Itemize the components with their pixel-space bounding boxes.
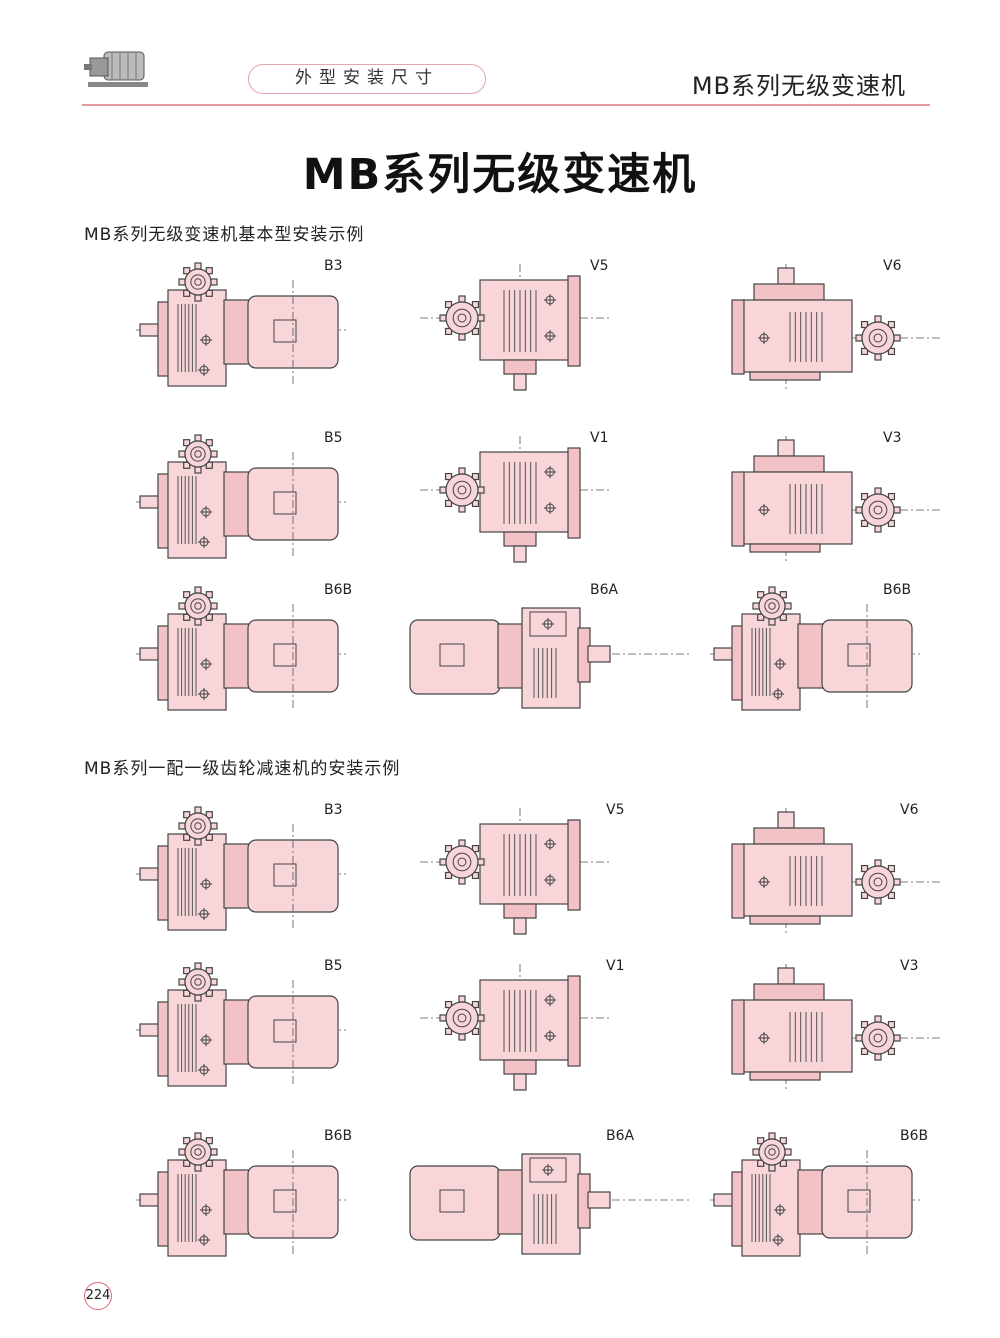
mounting-drawing — [116, 1130, 416, 1280]
mounting-diagram — [409, 1153, 690, 1255]
mounting-drawing — [116, 432, 416, 582]
mounting-diagram — [731, 436, 940, 562]
mounting-label: B5 — [324, 958, 343, 974]
mounting-label: V3 — [883, 430, 902, 446]
mounting-label: B6B — [883, 582, 912, 598]
mounting-diagram — [409, 607, 690, 709]
section-tag: 外型安装尺寸 — [248, 64, 486, 94]
mounting-drawing — [400, 260, 700, 410]
mounting-drawing — [116, 804, 416, 954]
page-number: 224 — [84, 1282, 112, 1310]
mounting-diagram — [731, 964, 940, 1090]
mounting-drawing — [690, 1130, 990, 1280]
mounting-label: V5 — [590, 258, 609, 274]
mounting-drawing — [690, 260, 990, 410]
section-heading-gear: MB系列一配一级齿轮减速机的安装示例 — [84, 759, 401, 779]
mounting-label: B6A — [590, 582, 619, 598]
mounting-diagram — [136, 1132, 346, 1257]
mounting-label: B3 — [324, 802, 343, 818]
mounting-label: B5 — [324, 430, 343, 446]
mounting-diagram — [136, 586, 346, 711]
mounting-label: B6A — [606, 1128, 635, 1144]
mounting-label: B6B — [900, 1128, 929, 1144]
mounting-label: V1 — [606, 958, 625, 974]
mounting-label: B3 — [324, 258, 343, 274]
header-divider — [82, 104, 930, 106]
page-title: MB系列无级变速机 — [302, 150, 698, 200]
mounting-drawing — [400, 584, 700, 734]
mounting-label: V3 — [900, 958, 919, 974]
mounting-drawing — [116, 584, 416, 734]
mounting-diagram — [420, 264, 610, 391]
mounting-label: V5 — [606, 802, 625, 818]
motor-icon — [84, 51, 148, 87]
mounting-drawing — [690, 960, 990, 1110]
mounting-label: V6 — [883, 258, 902, 274]
mounting-drawing — [400, 960, 700, 1110]
mounting-diagram — [710, 1132, 920, 1257]
mounting-diagram — [136, 962, 346, 1087]
mounting-label: V6 — [900, 802, 919, 818]
mounting-diagram — [136, 806, 346, 931]
mounting-label: B6B — [324, 582, 353, 598]
mounting-label: B6B — [324, 1128, 353, 1144]
mounting-drawing — [116, 260, 416, 410]
mounting-drawing — [400, 432, 700, 582]
section-heading-basic: MB系列无级变速机基本型安装示例 — [84, 225, 365, 245]
mounting-diagram — [136, 262, 346, 387]
mounting-diagram — [136, 434, 346, 559]
mounting-drawing — [400, 804, 700, 954]
mounting-diagram — [420, 808, 610, 935]
mounting-diagram — [731, 264, 940, 390]
mounting-drawing — [116, 960, 416, 1110]
mounting-drawing — [690, 804, 990, 954]
mounting-drawing — [690, 584, 990, 734]
mounting-diagram — [420, 436, 610, 563]
mounting-drawing — [690, 432, 990, 582]
mounting-drawing — [400, 1130, 700, 1280]
mounting-diagram — [420, 964, 610, 1091]
series-name: MB系列无级变速机 — [691, 72, 906, 100]
mounting-label: V1 — [590, 430, 609, 446]
mounting-diagram — [731, 808, 940, 934]
mounting-diagram — [710, 586, 920, 711]
